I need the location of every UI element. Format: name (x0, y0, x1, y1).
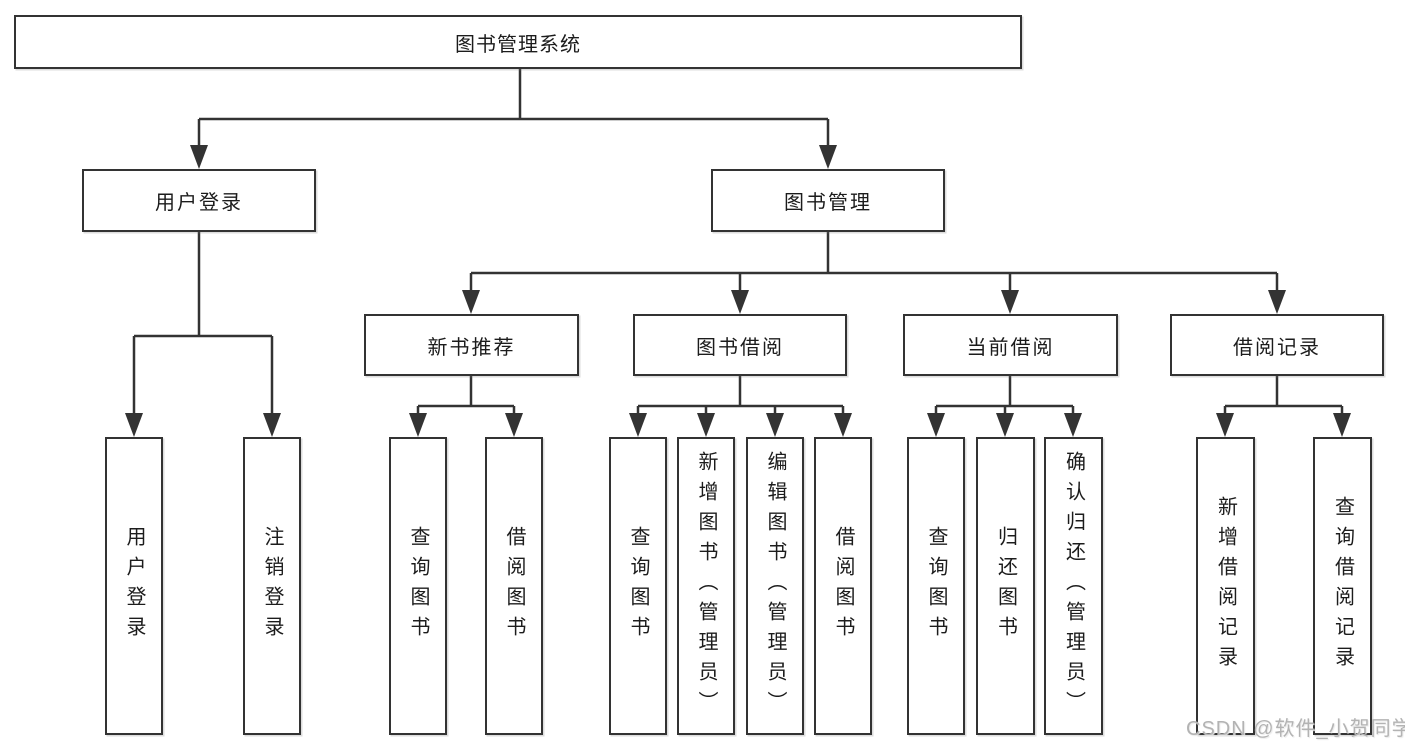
leaf-confirm-return-admin: 确认归还（管理员） (1044, 437, 1103, 735)
leaf-label: 借阅图书 (503, 526, 525, 646)
watermark: CSDN @软件_小贺同学 (1186, 718, 1405, 740)
leaf-label: 新增借阅记录 (1214, 496, 1237, 676)
node-current-borrowing: 当前借阅 (903, 314, 1118, 376)
node-book-management: 图书管理 (711, 169, 945, 232)
leaf-user-login: 用户登录 (105, 437, 163, 735)
leaf-label: 归还图书 (994, 526, 1017, 646)
node-book-borrowing: 图书借阅 (633, 314, 847, 376)
leaf-query-books-recommend: 查询图书 (389, 437, 447, 735)
leaf-add-books-admin: 新增图书（管理员） (677, 437, 735, 735)
leaf-label: 注销登录 (261, 526, 283, 646)
leaf-borrow-books-borrowing: 借阅图书 (814, 437, 872, 735)
leaf-return-books: 归还图书 (976, 437, 1035, 735)
leaf-label: 查询图书 (925, 526, 947, 646)
leaf-query-books-current: 查询图书 (907, 437, 965, 735)
leaf-label: 新增图书（管理员） (695, 451, 717, 721)
leaf-label: 借阅图书 (832, 526, 854, 646)
node-new-book-recommend: 新书推荐 (364, 314, 579, 376)
leaf-label: 用户登录 (123, 526, 145, 646)
node-borrowing-records: 借阅记录 (1170, 314, 1384, 376)
leaf-add-borrow-record: 新增借阅记录 (1196, 437, 1255, 735)
leaf-label: 查询借阅记录 (1331, 496, 1354, 676)
leaf-edit-books-admin: 编辑图书（管理员） (746, 437, 804, 735)
leaf-borrow-books-recommend: 借阅图书 (485, 437, 543, 735)
leaf-label: 查询图书 (627, 526, 649, 646)
leaf-label: 编辑图书（管理员） (764, 451, 786, 721)
leaf-label: 确认归还（管理员） (1062, 451, 1085, 721)
node-user-login: 用户登录 (82, 169, 316, 232)
leaf-query-books-borrowing: 查询图书 (609, 437, 667, 735)
node-root: 图书管理系统 (14, 15, 1022, 69)
leaf-query-borrow-record: 查询借阅记录 (1313, 437, 1372, 735)
leaf-logout-login: 注销登录 (243, 437, 301, 735)
leaf-label: 查询图书 (407, 526, 429, 646)
